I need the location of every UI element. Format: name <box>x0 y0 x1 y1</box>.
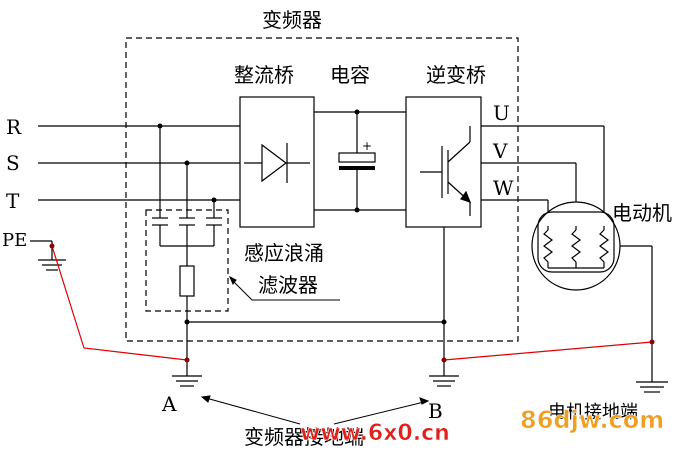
junction-dot <box>184 357 190 363</box>
capacitor-icon <box>338 152 376 170</box>
inverter-label: 逆变桥 <box>426 63 486 87</box>
inverter-enclosure <box>125 37 519 342</box>
enclosure-title: 变频器 <box>262 8 322 32</box>
ground-wires <box>51 245 653 361</box>
rectifier-label: 整流桥 <box>234 63 294 87</box>
junction-dot <box>184 160 190 166</box>
junction-dot <box>184 319 190 325</box>
ground-b-label: B <box>428 399 443 423</box>
filter-pointer <box>229 275 340 301</box>
ground-a-label: A <box>161 392 177 416</box>
junction-dot <box>211 197 217 203</box>
junction-dot <box>649 339 655 345</box>
label-T: T <box>6 189 20 213</box>
capacitor-label: 电容 <box>330 63 370 87</box>
inverter-block <box>405 96 482 228</box>
capacitor-plus: + <box>362 139 372 153</box>
junction-dot <box>441 319 447 325</box>
motor-ground-caption: 电机接地端 <box>548 402 638 423</box>
ground-a-icon <box>172 375 202 387</box>
label-R: R <box>6 115 22 139</box>
pe-ground-icon <box>30 240 66 271</box>
watermark-left: www.6x0.cn <box>300 421 450 446</box>
watermark-right: 86djw.com <box>520 406 664 434</box>
rectifier-block <box>239 96 315 228</box>
diode-icon <box>244 143 310 183</box>
junction-dot <box>354 207 360 213</box>
internal-ground-bus <box>187 227 445 376</box>
motor-ground-lead <box>620 245 668 393</box>
motor-icon <box>531 201 621 291</box>
label-W: W <box>493 176 514 200</box>
ground-caption: 变频器接地端 <box>244 425 364 449</box>
ground-b-icon <box>429 375 459 387</box>
label-S: S <box>6 151 20 175</box>
junction-dot <box>157 123 163 129</box>
label-PE: PE <box>2 230 27 251</box>
junction-dot <box>49 243 55 249</box>
label-U: U <box>493 101 510 125</box>
junction-dot <box>441 357 447 363</box>
caption-arrows <box>200 395 430 425</box>
igbt-icon <box>420 126 472 216</box>
motor-label: 电动机 <box>612 201 672 225</box>
filter-taps <box>152 126 222 376</box>
filter-label-line1: 感应浪涌 <box>244 241 324 265</box>
junction-dot <box>354 109 360 115</box>
filter-label-line2: 滤波器 <box>258 273 318 297</box>
input-lines <box>38 125 240 201</box>
label-V: V <box>492 139 508 163</box>
dc-bus <box>314 111 406 211</box>
